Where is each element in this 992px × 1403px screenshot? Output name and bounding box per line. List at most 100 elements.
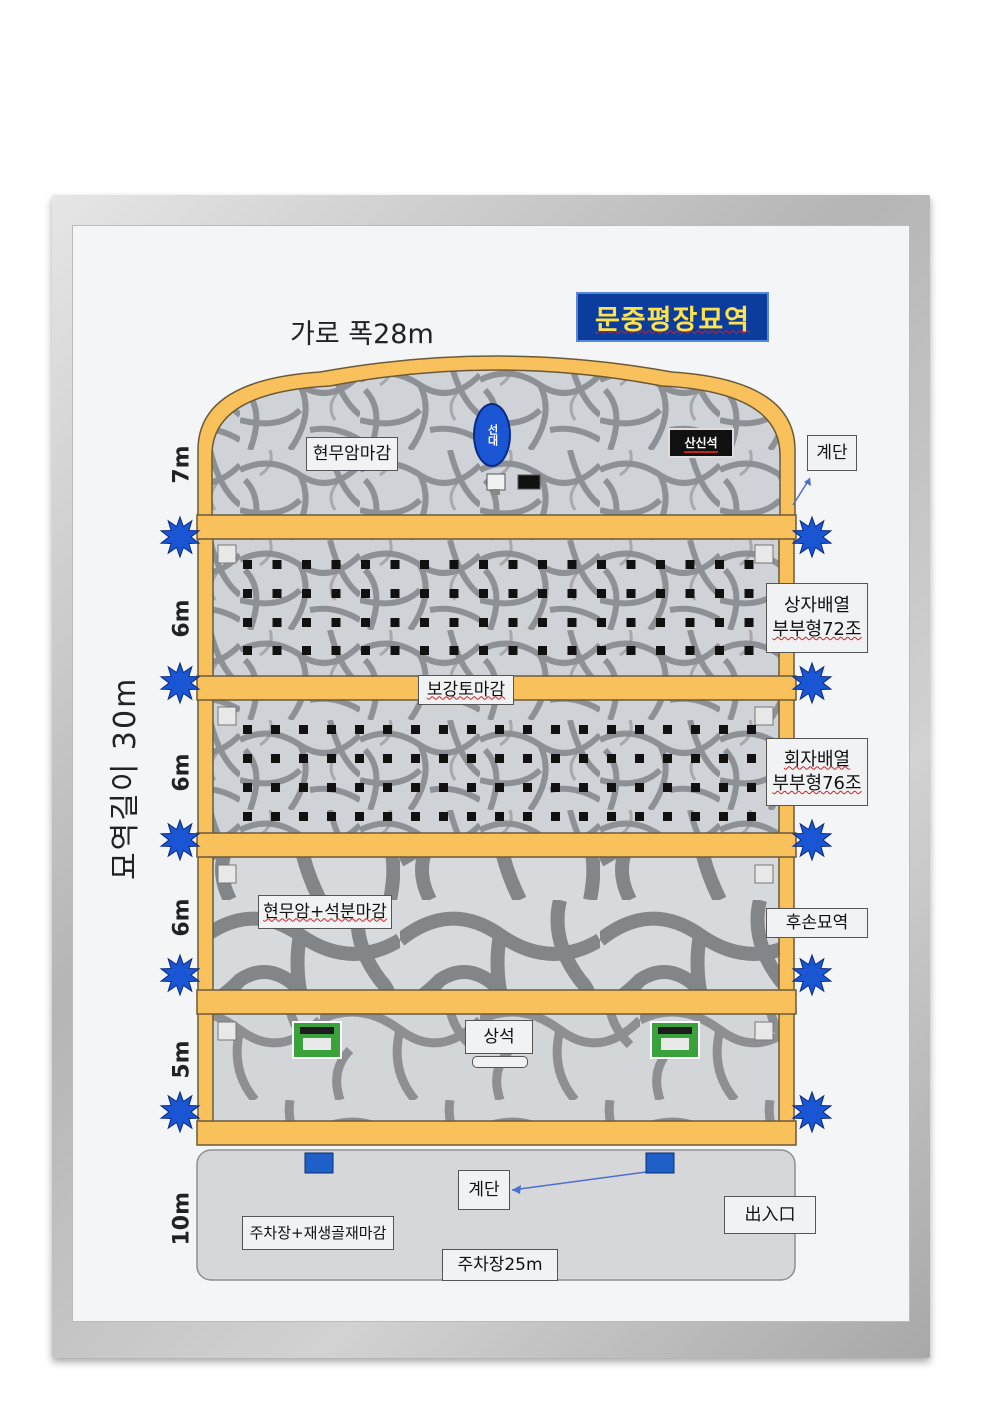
- arch-wall: [197, 355, 796, 541]
- corner-marker: [217, 864, 237, 884]
- grave-marker-icon: [331, 646, 341, 655]
- corner-marker: [217, 706, 237, 726]
- grave-marker-icon: [390, 618, 400, 627]
- sansinseok-plaque: 산신석: [668, 428, 734, 458]
- stone-tablet-icon: [661, 1038, 689, 1050]
- grave-marker-icon: [479, 618, 488, 627]
- grave-marker-icon: [579, 812, 588, 821]
- grave-marker-icon: [508, 560, 518, 569]
- grave-marker-icon: [719, 725, 728, 734]
- grave-marker-icon: [607, 754, 616, 763]
- grave-marker-icon: [523, 725, 532, 734]
- grave-marker-icon: [355, 725, 364, 734]
- grave-marker-icon: [331, 618, 341, 627]
- star-flower-icon: [791, 661, 833, 705]
- grave-marker-icon: [492, 489, 500, 495]
- grave-marker-icon: [579, 725, 588, 734]
- grave-marker-icon: [243, 725, 252, 734]
- label-parking-width: 주차장25m: [442, 1249, 558, 1281]
- grave-marker-icon: [299, 812, 308, 821]
- grave-marker-icon: [635, 725, 644, 734]
- grave-marker-icon: [691, 812, 700, 821]
- grave-marker-icon: [607, 783, 616, 792]
- grave-marker-icon: [467, 754, 476, 763]
- grave-marker-icon: [243, 812, 252, 821]
- grave-marker-icon: [271, 783, 280, 792]
- stairs-bottom-arrowhead: [512, 1185, 521, 1194]
- corner-marker: [754, 864, 774, 884]
- grave-marker-icon: [355, 754, 364, 763]
- grave-marker-icon: [691, 725, 700, 734]
- grave-marker-icon: [355, 812, 364, 821]
- grave-marker-icon: [523, 812, 532, 821]
- grave-marker-icon: [508, 646, 518, 655]
- grave-marker-icon: [383, 812, 392, 821]
- grave-marker-icon: [449, 560, 459, 569]
- hoeja-line1: 회자배열: [783, 748, 851, 770]
- grave-marker-icon: [272, 618, 282, 627]
- grave-marker-icon: [551, 783, 560, 792]
- grave-marker-icon: [331, 560, 341, 569]
- grave-marker-icon: [449, 646, 459, 655]
- grave-marker-icon: [327, 725, 336, 734]
- grave-marker-icon: [685, 589, 695, 598]
- label-basalt-stone: 현무암+석분마감: [258, 895, 392, 929]
- grave-marker-icon: [597, 560, 606, 569]
- stairs-top-arrowhead: [804, 478, 811, 486]
- star-flower-icon: [791, 515, 833, 559]
- star-flower-icon: [159, 661, 201, 705]
- terrace-wall-5: [196, 1120, 797, 1146]
- grave-marker-icon: [663, 725, 672, 734]
- grave-marker-icon: [551, 754, 560, 763]
- grave-marker-icon: [567, 589, 577, 598]
- grave-marker-icon: [327, 812, 336, 821]
- title-box: 문중평장묘역: [576, 292, 769, 342]
- grave-marker-icon: [715, 646, 724, 655]
- label-hoeja-arrangement: 회자배열 부부형76조: [766, 738, 868, 806]
- grave-marker-icon: [439, 783, 448, 792]
- grave-marker-icon: [685, 646, 695, 655]
- bogangto-text: 보강토마감: [426, 679, 506, 700]
- width-label: 가로 폭28m: [290, 319, 434, 350]
- grave-marker-icon: [271, 754, 280, 763]
- grave-marker-icon: [626, 589, 636, 598]
- corner-marker: [217, 1021, 237, 1041]
- sansinseok-label: 산신석: [684, 434, 718, 453]
- seondae-label: 선대: [486, 424, 499, 446]
- grave-marker-icon: [607, 725, 616, 734]
- grave-marker-icon: [420, 560, 429, 569]
- seondae-marker: 선대: [473, 403, 511, 467]
- grave-marker-icon: [538, 646, 547, 655]
- corner-marker: [754, 544, 774, 564]
- terrace-wall-4: [196, 989, 797, 1015]
- grave-marker-icon: [272, 589, 282, 598]
- grave-marker-icon: [479, 646, 488, 655]
- star-flower-icon: [791, 818, 833, 862]
- dim-row-5: 5m: [169, 1040, 195, 1079]
- grave-marker-icon: [299, 725, 308, 734]
- corner-marker: [754, 706, 774, 726]
- grave-marker-icon: [495, 725, 504, 734]
- grave-marker-icon: [420, 589, 429, 598]
- grave-marker-icon: [523, 783, 532, 792]
- grave-marker-icon: [567, 560, 577, 569]
- grave-marker-icon: [361, 589, 370, 598]
- grave-marker-icon: [439, 754, 448, 763]
- grave-marker-icon: [715, 560, 724, 569]
- grave-marker-icon: [355, 783, 364, 792]
- label-stairs-top: 계단: [807, 435, 857, 471]
- star-flower-icon: [159, 1090, 201, 1134]
- grave-marker-icon: [272, 560, 282, 569]
- terrace-wall-3: [196, 832, 797, 858]
- star-flower-icon: [159, 818, 201, 862]
- grave-marker-icon: [551, 812, 560, 821]
- star-flower-icon: [791, 1090, 833, 1134]
- grave-marker-icon: [656, 618, 665, 627]
- grave-marker-icon: [538, 618, 547, 627]
- grave-marker-icon: [607, 812, 616, 821]
- grave-marker-icon: [271, 812, 280, 821]
- parking-marker-right: [645, 1152, 675, 1174]
- grave-marker-icon: [439, 812, 448, 821]
- grave-marker-icon: [715, 589, 724, 598]
- label-stairs-bottom: 계단: [458, 1170, 510, 1210]
